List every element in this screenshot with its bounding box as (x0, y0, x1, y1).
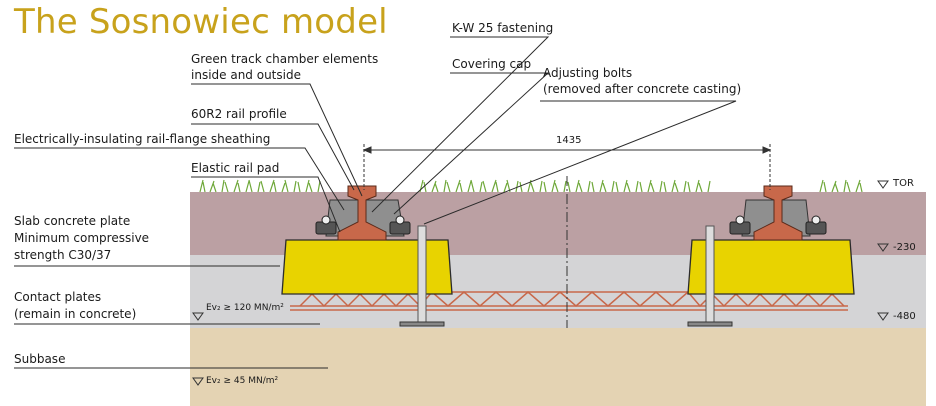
page-title: The Sosnowiec model (14, 2, 388, 42)
leader-lines (14, 36, 737, 369)
label-adjusting-line2: (removed after concrete casting) (543, 82, 742, 96)
label-slab-line1: Slab concrete plate (14, 214, 131, 228)
label-elastic-rail-pad: Elastic rail pad (191, 161, 280, 175)
label-kw25-fastening: K-W 25 fastening (452, 21, 554, 35)
level-tor: TOR (893, 178, 914, 189)
grass (199, 179, 863, 193)
label-covering-cap: Covering cap (452, 57, 532, 71)
gauge-dimension-value: 1435 (556, 135, 582, 146)
label-slab-line2: Minimum compressive (14, 231, 150, 245)
left-rail (337, 185, 387, 241)
label-insulating-sheathing: Electrically-insulating rail-flange shea… (14, 132, 271, 146)
label-green-track-line2: inside and outside (191, 68, 301, 82)
fastenings (315, 215, 827, 235)
ev-45-label: Ev₂ ≥ 45 MN/m² (206, 376, 279, 386)
label-rail-profile: 60R2 rail profile (191, 107, 287, 121)
left-sleeper-block (281, 239, 453, 295)
label-adjusting-line1: Adjusting bolts (543, 66, 633, 80)
label-subbase: Subbase (14, 352, 66, 366)
level-480: -480 (893, 311, 916, 322)
label-contact-line1: Contact plates (14, 290, 102, 304)
label-green-track-line1: Green track chamber elements (191, 52, 379, 66)
label-contact-line2: (remain in concrete) (14, 307, 137, 321)
ev-120-label: Ev₂ ≥ 120 MN/m² (206, 303, 284, 313)
contact-plates (399, 321, 733, 327)
level-markers (192, 180, 889, 386)
gauge-dimension (362, 144, 772, 190)
level-230: -230 (893, 242, 916, 253)
label-slab-line3: strength C30/37 (14, 248, 112, 262)
subbase-layer (190, 328, 926, 406)
reinforcement-lattice (290, 290, 848, 311)
right-rail (753, 185, 803, 241)
